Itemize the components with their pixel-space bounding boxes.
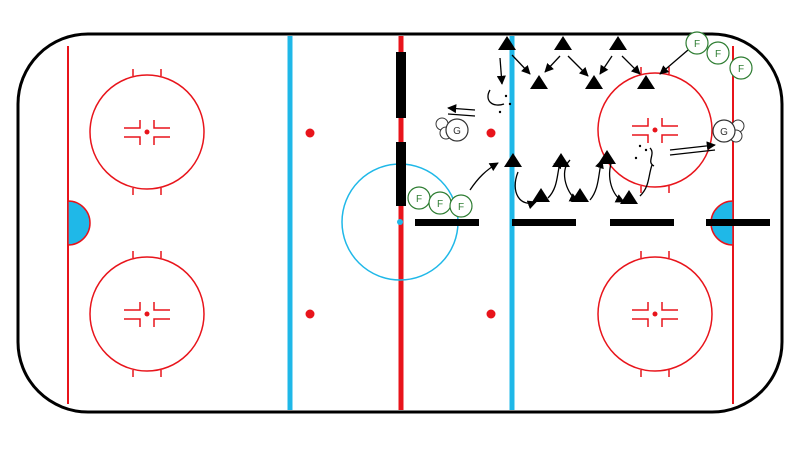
forward-marker: F xyxy=(729,56,753,80)
horizontal-barrier xyxy=(415,219,479,226)
horizontal-barrier xyxy=(610,219,674,226)
faceoff-dot xyxy=(144,311,150,317)
horizontal-barrier xyxy=(512,219,576,226)
forward-marker: F xyxy=(407,186,431,210)
svg-text:F: F xyxy=(416,194,422,205)
cone xyxy=(530,75,548,89)
forward-marker: F xyxy=(449,194,473,218)
vertical-barrier-mid xyxy=(396,142,406,206)
svg-text:F: F xyxy=(458,202,464,213)
center-faceoff-dot xyxy=(397,219,403,225)
cone xyxy=(554,36,572,50)
cone xyxy=(498,36,516,50)
faceoff-dot xyxy=(652,127,658,133)
neutral-dot xyxy=(305,128,315,138)
forward-marker: F xyxy=(706,41,730,65)
cone xyxy=(609,36,627,50)
faceoff-dot xyxy=(652,311,658,317)
goalie-marker-left: G xyxy=(435,117,469,142)
faceoff-circle-right-bottom xyxy=(597,251,713,377)
svg-text:F: F xyxy=(715,49,721,60)
forward-marker: F xyxy=(428,191,452,215)
vertical-barrier-top xyxy=(396,52,406,118)
forwards-left-group: F F F xyxy=(407,186,473,218)
neutral-dot xyxy=(486,309,496,319)
forward-marker: F xyxy=(685,31,709,55)
svg-text:F: F xyxy=(694,39,700,50)
cone xyxy=(532,188,550,202)
puck-dots xyxy=(498,94,648,160)
faceoff-dot xyxy=(144,129,150,135)
faceoff-circle-left-bottom xyxy=(89,251,205,377)
cone xyxy=(585,75,603,89)
horizontal-barrier xyxy=(706,219,770,226)
svg-text:G: G xyxy=(453,126,461,137)
svg-text:G: G xyxy=(720,127,728,138)
forwards-right-group: F F F xyxy=(685,31,753,80)
svg-text:F: F xyxy=(437,199,443,210)
crease-left xyxy=(67,200,91,246)
neutral-dot xyxy=(305,309,315,319)
cone xyxy=(504,153,522,167)
faceoff-circle-left-top xyxy=(89,69,205,195)
cone xyxy=(637,75,655,89)
svg-text:F: F xyxy=(738,64,744,75)
cones xyxy=(498,36,655,204)
goalie-marker-right: G xyxy=(712,119,745,143)
neutral-dot xyxy=(486,128,496,138)
skating-paths xyxy=(447,49,716,210)
